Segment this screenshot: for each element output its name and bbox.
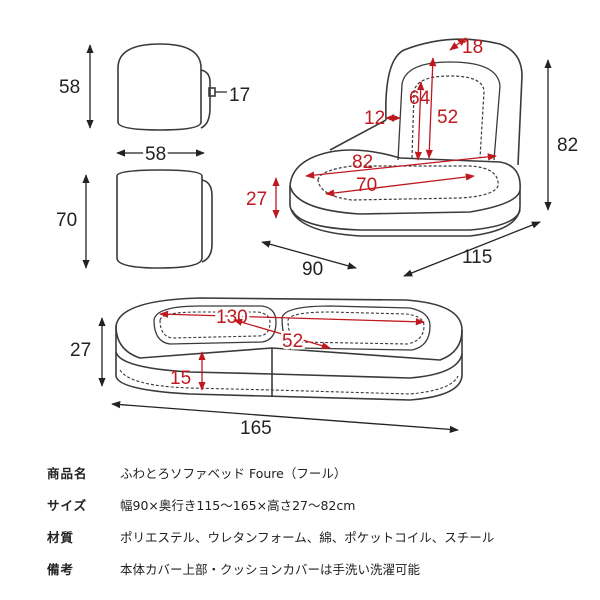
spec-label: 備考 [47, 562, 75, 577]
chair-form-drawing [289, 38, 523, 237]
cushion-thickness-label: 15 [170, 368, 191, 389]
backrest-top-label: 18 [462, 37, 483, 58]
side-width-label: 12 [364, 108, 385, 129]
spec-value: 幅90×奥行き115～165×高さ27～82cm [120, 498, 356, 513]
seat-cushion-dim-line [325, 173, 475, 197]
bed-inner-length-label: 130 [216, 307, 248, 328]
spec-value: 本体カバー上部・クッションカバーは手洗い洗濯可能 [120, 562, 421, 577]
back-depth-label: 17 [229, 85, 250, 106]
backrest-top-dim-line [449, 37, 467, 51]
backrest-cushion-dim-line [414, 81, 425, 161]
bed-inner-width-dim-line [233, 318, 331, 350]
spec-label: サイズ [47, 498, 88, 513]
seat-cushion-label: 70 [356, 175, 377, 196]
spec-label: 材質 [47, 530, 75, 545]
product-dimension-drawing: 58 17 58 70 82 18 64 52 12 82 70 27 90 [56, 37, 578, 439]
bed-length-dim-line [111, 400, 459, 434]
seat-inner-width-label: 82 [352, 152, 373, 173]
back-width-label: 58 [145, 144, 166, 165]
chair-width-label: 90 [302, 259, 323, 280]
seat-cushion-drawing [116, 169, 213, 269]
seat-height-label: 27 [246, 189, 267, 210]
chair-height-label: 82 [557, 135, 578, 156]
chair-depth-label: 115 [462, 247, 492, 268]
spec-label: 商品名 [47, 466, 88, 481]
seat-inner-width-dim-line [305, 153, 497, 179]
chair-depth-dim-line [403, 221, 541, 277]
back-height-label: 58 [59, 77, 80, 98]
bed-length-label: 165 [240, 418, 272, 439]
back-cushion-drawing [117, 43, 216, 131]
spec-value: ポリエステル、ウレタンフォーム、綿、ポケットコイル、スチール [120, 530, 495, 545]
bed-inner-width-label: 52 [282, 331, 303, 352]
bed-inner-length-dim-line [159, 310, 425, 326]
seat-length-label: 70 [56, 210, 77, 231]
spec-value: ふわとろソファベッド Foure（フール） [120, 466, 347, 481]
bed-height-label: 27 [70, 340, 91, 361]
backrest-inner-dim-line [425, 57, 437, 159]
chair-width-dim-line [261, 240, 357, 270]
backrest-cushion-label: 52 [437, 107, 458, 128]
